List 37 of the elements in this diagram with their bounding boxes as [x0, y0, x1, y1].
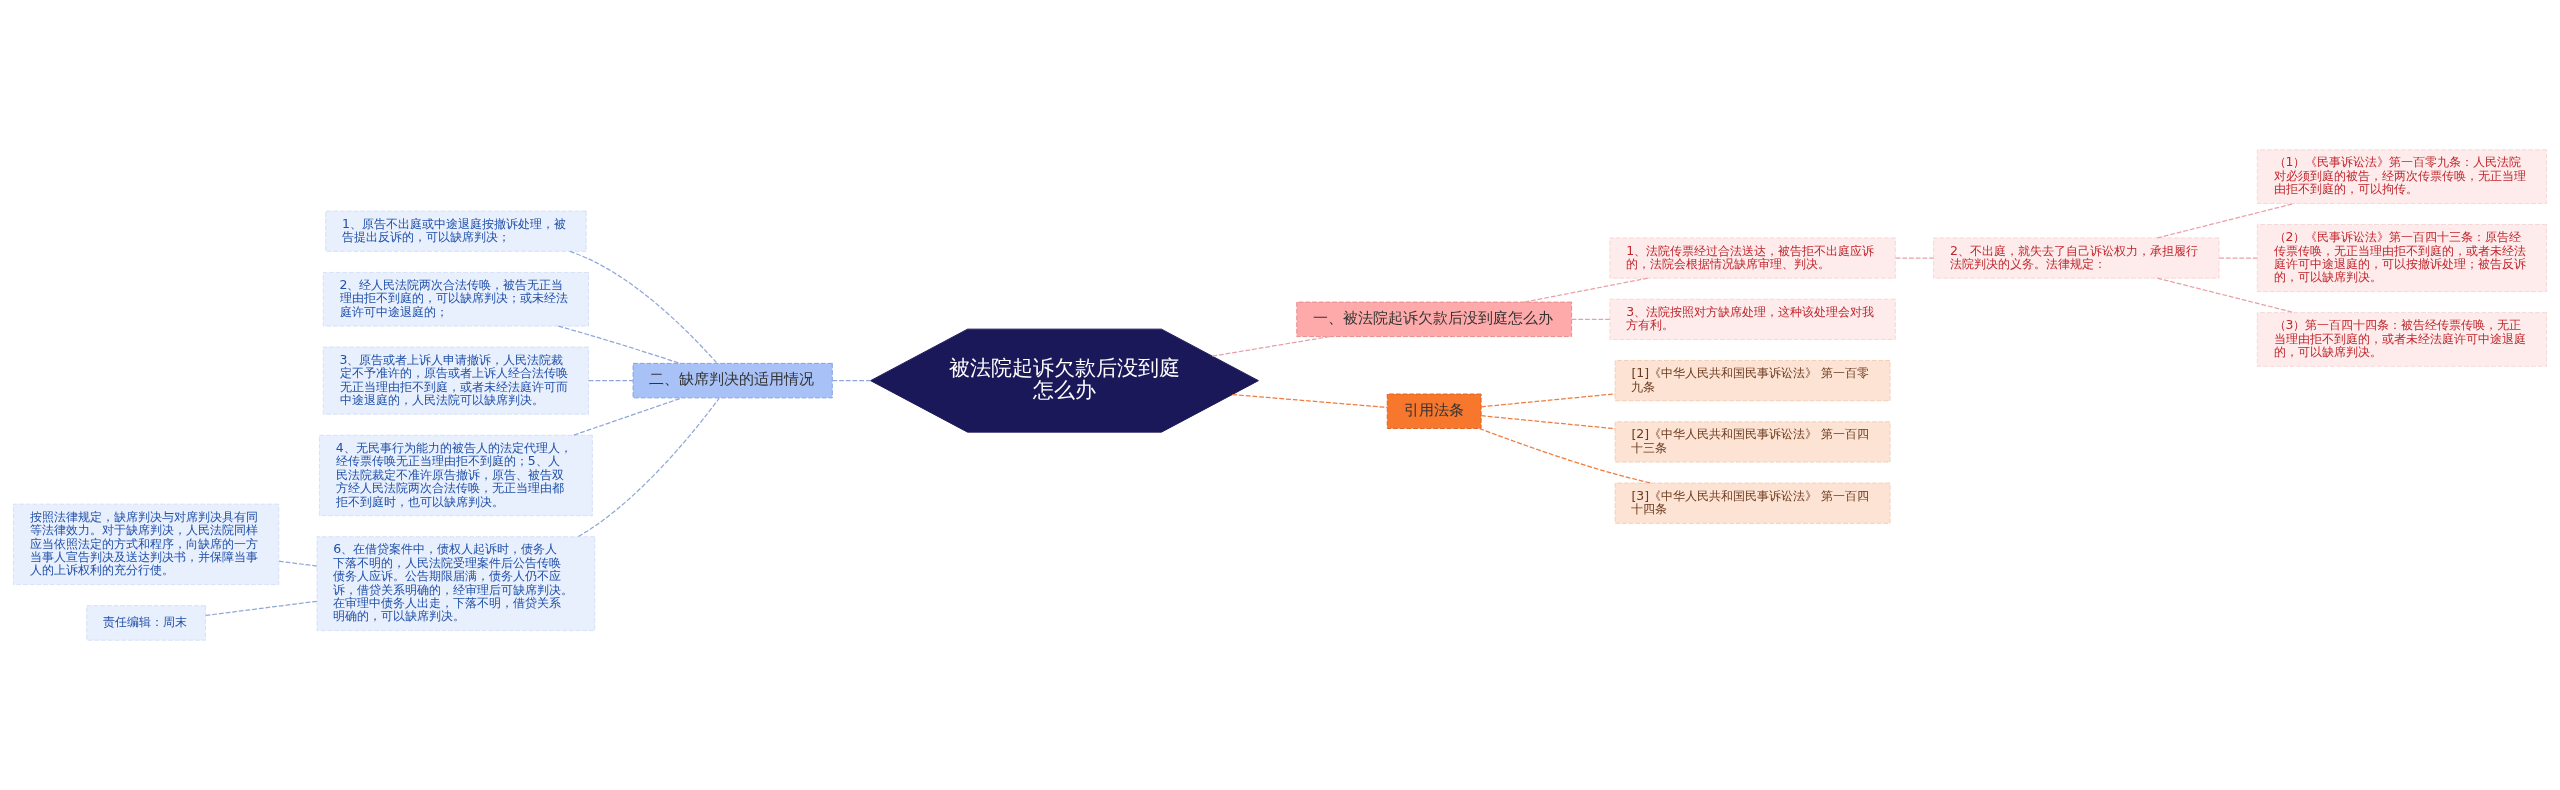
- node-box: 1、法院传票经过合法送达，被告拒不出庭应诉的，法院会根据情况缺席审理、判决。: [1609, 237, 1896, 279]
- connector: [557, 325, 681, 364]
- connector: [2156, 202, 2295, 239]
- connector: [278, 560, 318, 567]
- connector: [832, 380, 872, 382]
- connector: [1895, 257, 1935, 259]
- connector: [577, 397, 720, 538]
- node-box: 1、原告不出庭或中途退庭按撤诉处理，被告提出反诉的，可以缺席判决；: [325, 210, 587, 252]
- node-box: 引用法条: [1386, 393, 1482, 429]
- connector: [1231, 393, 1388, 409]
- node-box: 3、法院按照对方缺席处理，这种该处理会对我方有利。: [1609, 298, 1896, 340]
- node-box: 2、经人民法院两次合法传唤，被告无正当理由拒不到庭的，可以缺席判决；或未经法庭许可中途退庭的；: [322, 271, 590, 327]
- node-box: [2]《中华人民共和国民事诉讼法》 第一百四十三条: [1614, 421, 1891, 463]
- connector: [1480, 393, 1616, 408]
- node-box: 按照法律规定，缺席判决与对席判决具有同等法律效力。对于缺席判决，人民法院同样应当依照法定的方式和程序，向缺席的一方当事人宣告判决及送达判决书，并保障当事人的上诉权利的充分行使。: [13, 503, 280, 586]
- node-box: （2）《民事诉讼法》第一百四十三条：原告经传票传唤，无正当理由拒不到庭的，或者未经法庭许可中途退庭的，可以按撤诉处理；被告反诉的，可以缺席判决。: [2256, 224, 2547, 293]
- connector: [1211, 336, 1331, 357]
- connector: [1523, 277, 1649, 303]
- connector: [588, 380, 634, 382]
- connector: [569, 250, 718, 364]
- node-box: （3）第一百四十四条：被告经传票传唤，无正当理由拒不到庭的，或者未经法庭许可中途退庭的，可以缺席判决。: [2256, 312, 2547, 367]
- connector: [573, 397, 683, 436]
- node-box: 4、无民事行为能力的被告人的法定代理人，经传票传唤无正当理由拒不到庭的；5、人民法院裁定不准许原告撤诉，原告、被告双方经人民法院两次合法传唤，无正当理由都拒不到庭时，也可以缺席判决。: [318, 434, 593, 517]
- node-box: 二、缺席判决的适用情况: [632, 362, 833, 399]
- connector: [2156, 277, 2295, 314]
- node-box: 2、不出庭，就失去了自己诉讼权力，承担履行法院判决的义务。法律规定：: [1933, 237, 2220, 279]
- node-box: [1]《中华人民共和国民事诉讼法》 第一百零九条: [1614, 360, 1891, 402]
- node-box: 一、被法院起诉欠款后没到庭怎么办: [1296, 301, 1573, 338]
- connector: [2218, 257, 2258, 259]
- node-box: 3、原告或者上诉人申请撤诉，人民法院裁定不予准许的，原告或者上诉人经合法传唤无正当理由拒不到庭，或者未经法庭许可而中途退庭的，人民法院可以缺席判决。: [322, 346, 590, 415]
- connector: [205, 600, 318, 617]
- connector: [1480, 415, 1616, 430]
- node-box: 责任编辑：周末: [86, 605, 206, 641]
- node-box: （1）《民事诉讼法》第一百零九条：人民法院对必须到庭的被告，经两次传票传唤，无正当理由拒不到庭的，可以拘传。: [2256, 149, 2547, 204]
- node-box: [3]《中华人民共和国民事诉讼法》 第一百四十四条: [1614, 482, 1891, 524]
- node-box: 6、在借贷案件中，债权人起诉时，债务人下落不明的，人民法院受理案件后公告传唤债务人应诉。公告期限届满，债务人仍不应诉，借贷关系明确的，经审理后可缺席判决。在审理中债务人出走，下落不明，借贷关系明确的，可以缺席判决。: [316, 536, 596, 632]
- connector: [1571, 318, 1611, 320]
